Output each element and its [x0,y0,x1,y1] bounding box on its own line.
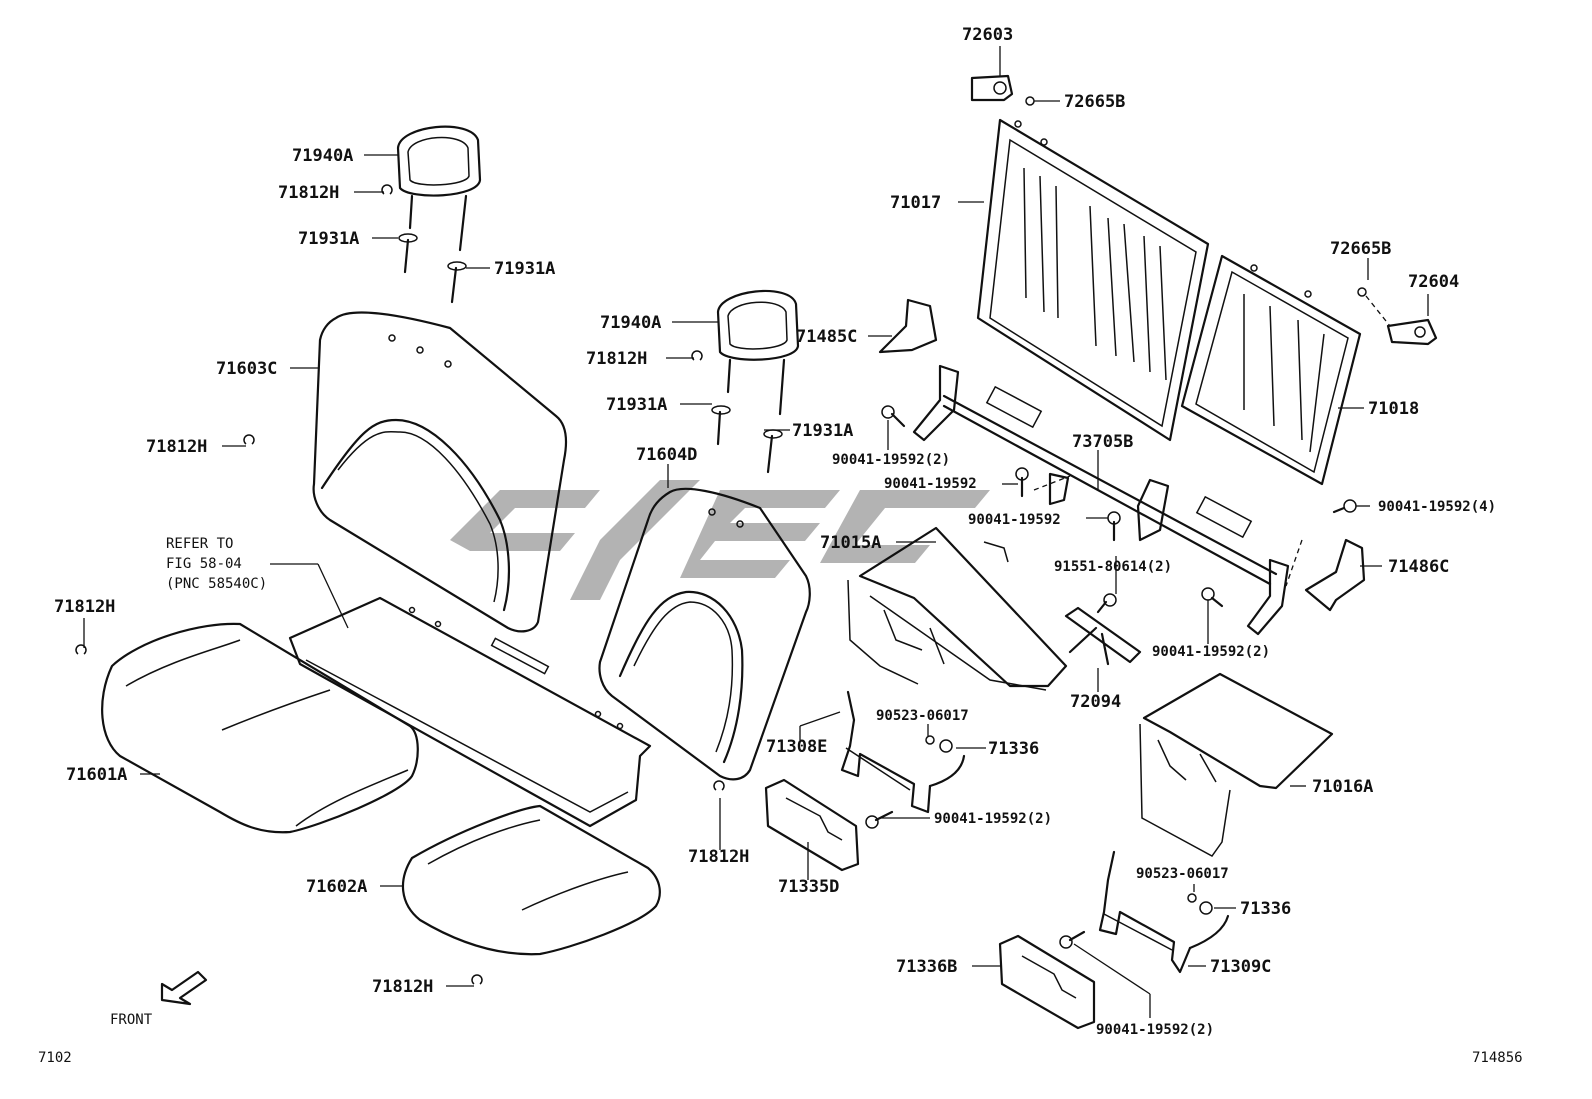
label-71336-a: 71336 [988,739,1039,759]
front-label: FRONT [110,1012,153,1028]
seatback-lock-right [1386,318,1438,346]
label-90523-06017-a: 90523-06017 [876,708,969,724]
seat-lock-striker [1064,606,1142,666]
label-71812H-bottom-mid: 71812H [688,847,749,867]
label-71931A-mid-1: 71931A [606,395,667,415]
label-71931A-mid-2: 71931A [792,421,853,441]
guide-bolt-left-1 [398,233,418,274]
hinge-cover-small-left [764,778,860,872]
label-72603: 72603 [962,25,1013,45]
guide-bolt-mid-1 [711,405,731,446]
label-71309C: 71309C [1210,957,1271,977]
label-71018: 71018 [1368,399,1419,419]
seatback-lock-left [970,74,1014,102]
bolt-icon [1201,587,1224,608]
figure-code-left: 7102 [38,1050,72,1066]
label-71485C: 71485C [796,327,857,347]
guide-bolt-mid-2 [763,429,783,474]
seatback-cover-middle [598,487,811,781]
label-71604D: 71604D [636,445,697,465]
nut-icon [925,735,953,753]
label-71601A: 71601A [66,765,127,785]
seatback-board [288,596,652,828]
label-72665B-top: 72665B [1064,92,1125,112]
clip-icon [75,644,87,655]
seatback-frame-left [976,118,1210,442]
watermark-logo [450,480,990,600]
label-91551-80614: 91551-80614(2) [1054,559,1172,575]
label-90041-19592-e: 90041-19592(2) [1152,644,1270,660]
label-71017: 71017 [890,193,941,213]
label-71486C: 71486C [1388,557,1449,577]
clip-icon [243,434,255,445]
hinge-bar [912,364,1290,636]
label-71940A-mid: 71940A [600,313,661,333]
label-71308E: 71308E [766,737,827,757]
hinge-bracket-right [1098,850,1230,974]
label-90041-19592-b: 90041-19592 [884,476,977,492]
front-arrow-icon [160,970,208,1006]
label-71812H-headrest-mid: 71812H [586,349,647,369]
bolt-icon [1015,467,1029,498]
nut-icon [1187,893,1213,915]
cap-icon [1357,287,1367,297]
guide-bolt-left-2 [447,261,467,304]
bolt-icon [881,405,906,428]
clip-icon [713,780,725,791]
label-71812H-headrest-left: 71812H [278,183,339,203]
refer-note: REFER TO FIG 58-04 (PNC 58540C) [166,536,267,592]
hinge-cover-left [878,298,938,354]
label-71812H-back: 71812H [146,437,207,457]
label-72094: 72094 [1070,692,1121,712]
label-71931A-left-2: 71931A [494,259,555,279]
label-71603C: 71603C [216,359,277,379]
seatback-cover-left [312,311,567,633]
hinge-cover-small-right [998,934,1096,1030]
bolt-icon [1332,499,1357,514]
label-71931A-left-1: 71931A [298,229,359,249]
cushion-frame-right [1139,672,1334,857]
seatback-frame-right [1180,254,1362,486]
seat-cushion-left [101,622,419,834]
figure-code-right: 714856 [1472,1050,1523,1066]
seat-cushion-right [401,804,661,956]
bolt-icon [865,810,894,829]
label-71812H-bottom: 71812H [372,977,433,997]
label-71940A-left: 71940A [292,146,353,166]
headrest-left [396,125,482,252]
label-71335D: 71335D [778,877,839,897]
label-71602A: 71602A [306,877,367,897]
label-71015A: 71015A [820,533,881,553]
label-73705B: 73705B [1072,432,1133,452]
clip-icon [471,974,483,985]
clip-icon [381,184,393,195]
bolt-icon [1059,930,1086,949]
label-90041-19592-a: 90041-19592(2) [832,452,950,468]
label-90041-19592-d: 90041-19592 [968,512,1061,528]
leader-lines [83,46,1429,1018]
refer-note-line-2: FIG 58-04 [166,556,242,572]
refer-note-line-1: REFER TO [166,536,233,552]
headrest-middle [716,289,800,416]
bolt-icon [1107,511,1121,542]
label-72604: 72604 [1408,272,1459,292]
label-71336B: 71336B [896,957,957,977]
part-labels: 72603 72665B 71940A 71812H 71931A 71931A… [54,25,1496,1038]
label-71336-b: 71336 [1240,899,1291,919]
bolt-icon [1096,593,1117,614]
cushion-frame-left [847,526,1068,691]
refer-note-line-3: (PNC 58540C) [166,576,267,592]
label-90041-19592-f: 90041-19592(2) [934,811,1052,827]
hinge-cover-right [1304,538,1366,612]
label-90041-19592-g: 90041-19592(2) [1096,1022,1214,1038]
label-71812H-far-left: 71812H [54,597,115,617]
label-90041-19592-c: 90041-19592(4) [1378,499,1496,515]
hinge-bracket-left [840,690,966,814]
label-71016A: 71016A [1312,777,1373,797]
label-72665B-right: 72665B [1330,239,1391,259]
cap-icon [1025,96,1035,106]
label-90523-06017-b: 90523-06017 [1136,866,1229,882]
